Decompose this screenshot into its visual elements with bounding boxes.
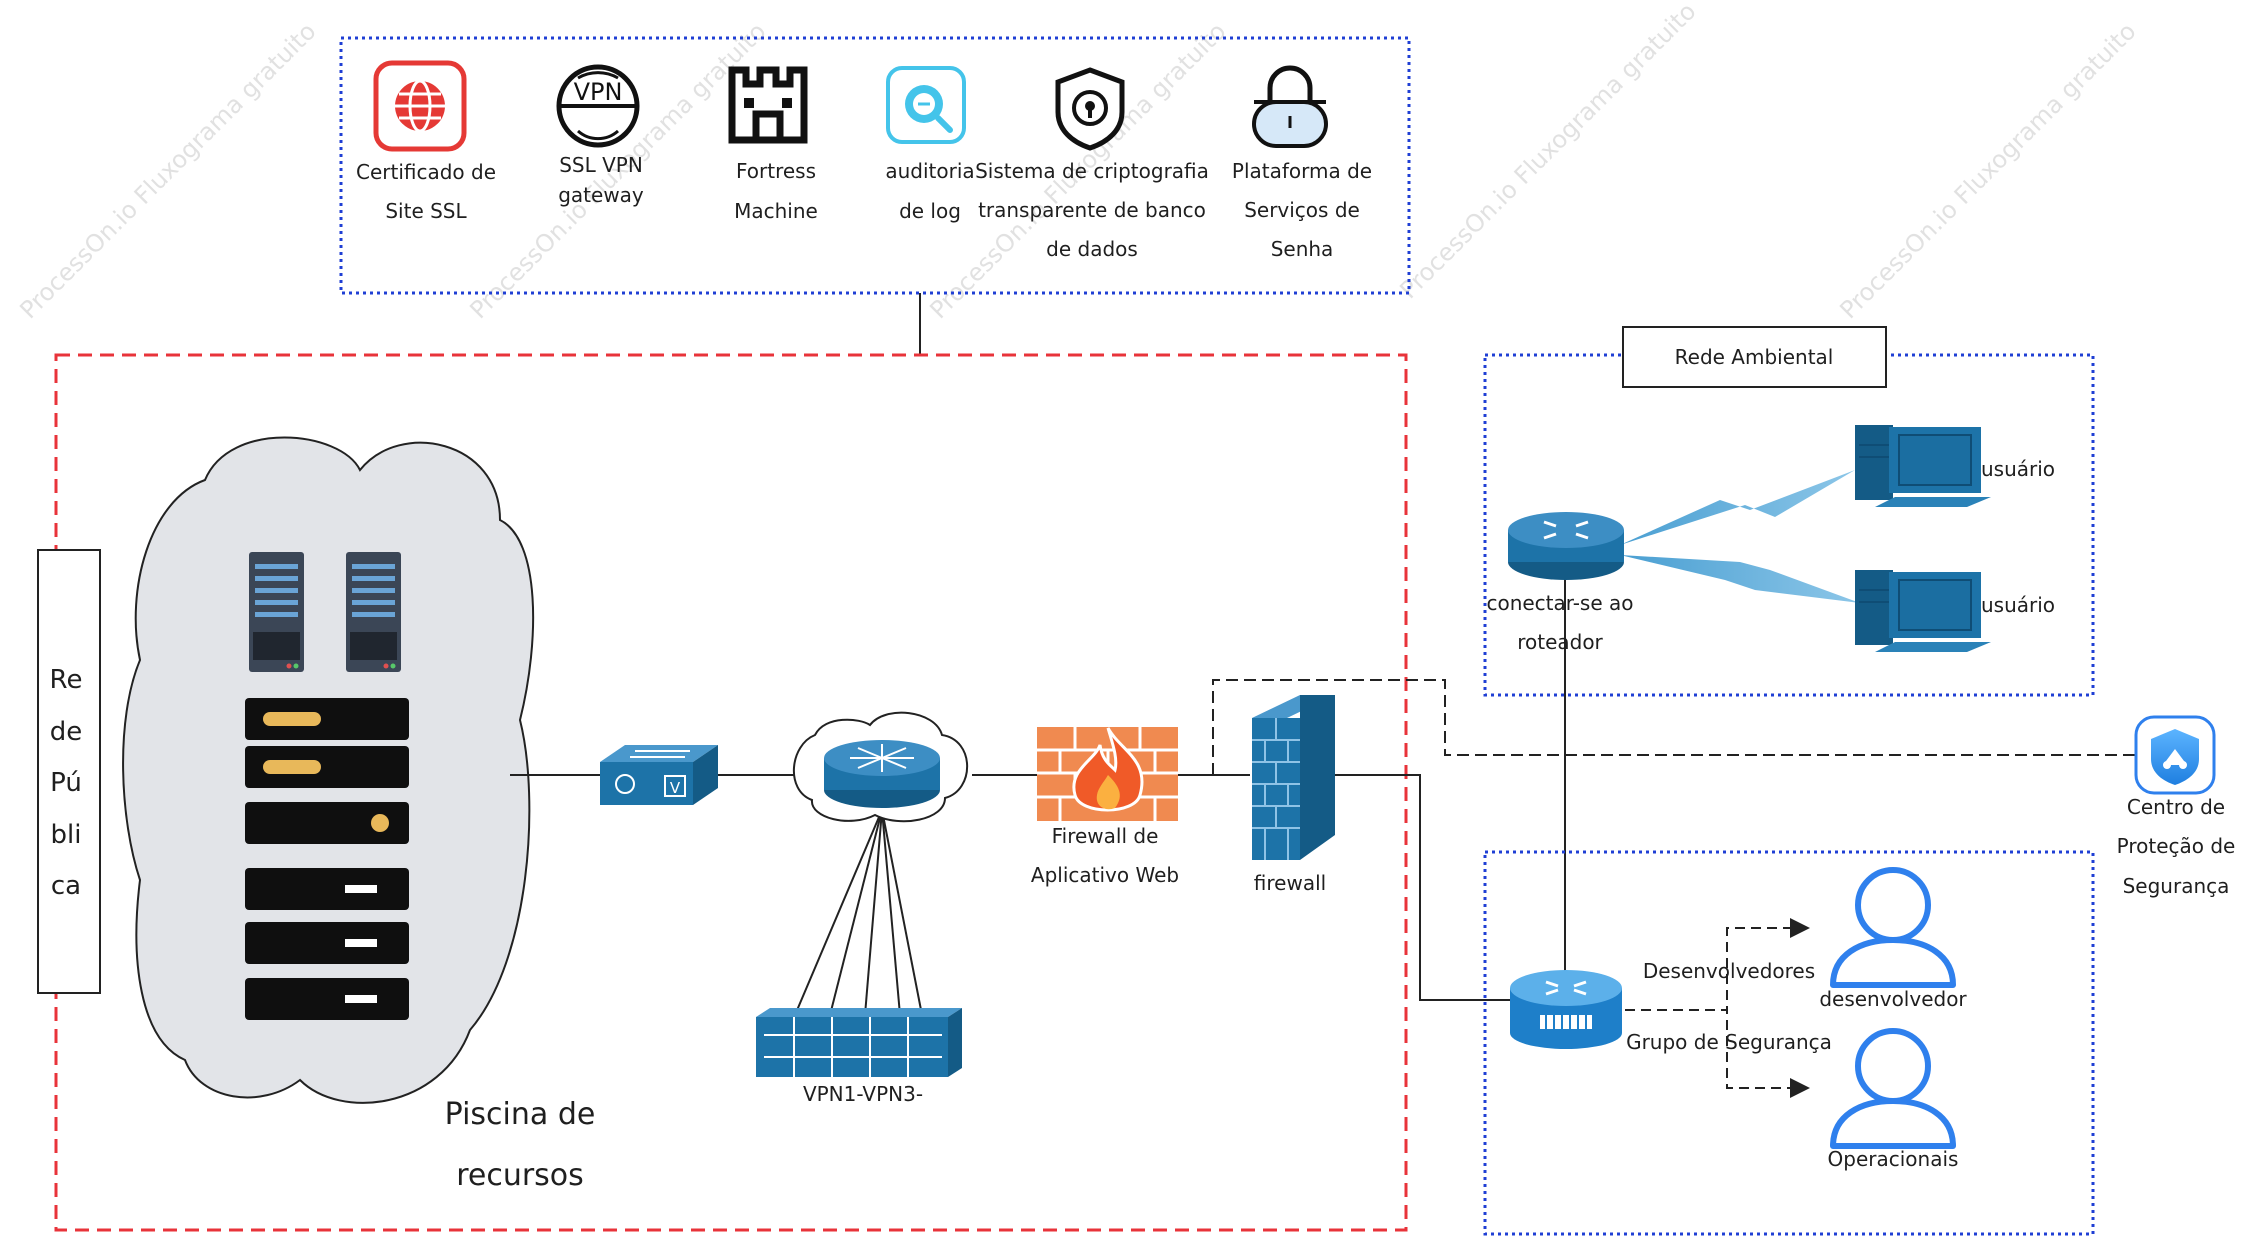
password-platform-icon bbox=[1252, 65, 1328, 148]
server-stack-icon bbox=[245, 698, 409, 1020]
label-line: Segurança bbox=[2123, 874, 2230, 898]
wireless-link-2 bbox=[1620, 555, 1860, 603]
label-line: Serviços de bbox=[1244, 198, 1360, 222]
password-platform-label: Plataforma de Serviços de Senha bbox=[1232, 159, 1372, 261]
vpn-gateway-label: SSL VPN gateway bbox=[558, 153, 644, 207]
web-application-firewall-icon bbox=[1037, 727, 1178, 821]
waf-label: Firewall de Aplicativo Web bbox=[1031, 824, 1179, 887]
developer-label: desenvolvedor bbox=[1819, 987, 1967, 1011]
label-line: conectar-se ao bbox=[1486, 591, 1633, 615]
label-line: roteador bbox=[1517, 630, 1603, 654]
label-line: Pú bbox=[50, 768, 82, 798]
environment-router-icon bbox=[1508, 512, 1624, 580]
label-line: recursos bbox=[456, 1158, 584, 1193]
database-encryption-label: Sistema de criptografia transparente de … bbox=[975, 159, 1209, 261]
public-network-label: Re de Pú bli ca bbox=[50, 665, 83, 901]
server-rack-icon bbox=[346, 552, 401, 672]
label-line: Centro de bbox=[2127, 795, 2225, 819]
label-line: ca bbox=[51, 871, 81, 901]
security-center-icon bbox=[2134, 715, 2216, 795]
label-line: Aplicativo Web bbox=[1031, 863, 1179, 887]
label-line: auditoria bbox=[885, 159, 974, 183]
environment-router-label: conectar-se ao roteador bbox=[1486, 591, 1633, 654]
vpn-cluster-icon bbox=[756, 1008, 962, 1077]
fortress-icon bbox=[728, 66, 808, 144]
firewall-icon bbox=[1252, 695, 1335, 860]
label-line: Certificado de bbox=[356, 160, 496, 184]
label-line: de bbox=[50, 717, 83, 747]
vpn-cluster-label: VPN1-VPN3- bbox=[803, 1082, 923, 1106]
watermark-3: ProcessOn.io Fluxograma gratuito bbox=[1834, 17, 2141, 324]
watermark-1: ProcessOn.io Fluxograma gratuito bbox=[14, 17, 321, 324]
vpn-gateway-icon: VPN bbox=[556, 64, 640, 148]
log-audit-label: auditoria de log bbox=[885, 159, 974, 223]
environment-network-title-box bbox=[1622, 326, 1887, 388]
operations-label: Operacionais bbox=[1828, 1147, 1959, 1171]
resource-pool-label: Piscina de recursos bbox=[445, 1097, 596, 1193]
label-line: Proteção de bbox=[2117, 834, 2236, 858]
security-group-links bbox=[1625, 918, 1810, 1098]
watermark-2: ProcessOn.io Fluxograma gratuito bbox=[1394, 0, 1701, 304]
developers-edge-label: Desenvolvedores bbox=[1643, 959, 1815, 983]
ssl-certificate-label: Certificado de Site SSL bbox=[356, 160, 496, 223]
label-line: Piscina de bbox=[445, 1097, 596, 1132]
security-center-label: Centro de Proteção de Segurança bbox=[2117, 795, 2236, 898]
vpn-switch-badge: V bbox=[670, 779, 681, 797]
security-router-icon bbox=[1510, 970, 1622, 1049]
ssl-certificate-icon bbox=[373, 60, 467, 152]
operations-person-icon bbox=[1830, 1028, 1956, 1149]
log-audit-icon bbox=[886, 66, 966, 144]
label-line: Sistema de criptografia bbox=[975, 159, 1209, 183]
label-line: Firewall de bbox=[1052, 824, 1159, 848]
fortress-label: Fortress Machine bbox=[734, 159, 818, 223]
network-links bbox=[510, 774, 1510, 1001]
vpn-switch-icon: V bbox=[600, 745, 718, 805]
workstation-icon bbox=[1855, 570, 1991, 652]
label-line: de dados bbox=[1046, 237, 1138, 261]
server-rack-icon bbox=[249, 552, 304, 672]
database-encryption-icon bbox=[1055, 67, 1125, 151]
label-line: de log bbox=[899, 199, 961, 223]
user-label: usuário bbox=[1981, 593, 2055, 617]
label-line: Machine bbox=[734, 199, 818, 223]
label-line: Fortress bbox=[736, 159, 816, 183]
label-line: Site SSL bbox=[385, 199, 467, 223]
label-line: gateway bbox=[558, 183, 644, 207]
security-group-box bbox=[1483, 850, 2095, 1236]
svg-text:VPN: VPN bbox=[574, 78, 623, 106]
environment-network-title: Rede Ambiental bbox=[1675, 345, 1834, 369]
public-network-box bbox=[37, 549, 101, 994]
vpn-cluster-links bbox=[794, 809, 923, 1016]
wireless-link-1 bbox=[1620, 470, 1855, 545]
user-label: usuário bbox=[1981, 457, 2055, 481]
firewall-label: firewall bbox=[1254, 871, 1326, 895]
label-line: transparente de banco bbox=[978, 198, 1206, 222]
label-line: SSL VPN bbox=[559, 153, 643, 177]
label-line: Plataforma de bbox=[1232, 159, 1372, 183]
label-line: Re bbox=[50, 665, 83, 695]
label-line: Senha bbox=[1271, 237, 1334, 261]
label-line: bli bbox=[51, 820, 82, 850]
cloud-router-icon bbox=[792, 711, 969, 823]
security-services-group bbox=[339, 36, 1411, 295]
security-center-link bbox=[1212, 679, 2135, 775]
workstation-icon bbox=[1855, 425, 1991, 507]
developer-person-icon bbox=[1830, 867, 1956, 988]
security-group-edge-label: Grupo de Segurança bbox=[1626, 1030, 1832, 1054]
